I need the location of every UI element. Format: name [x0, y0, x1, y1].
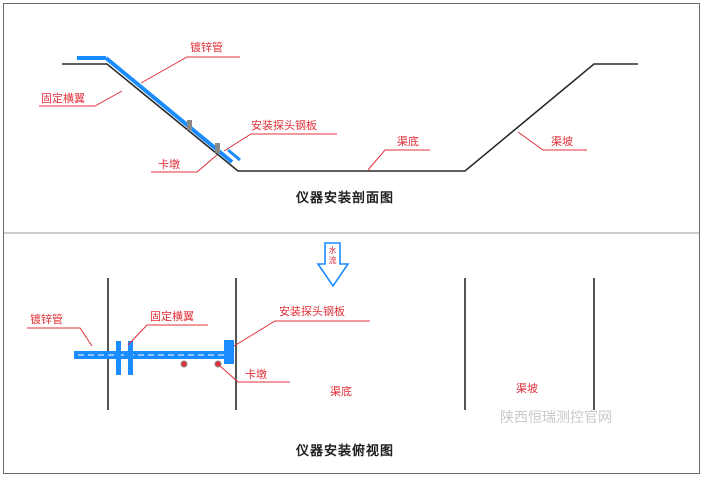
crossbar-1: [116, 341, 121, 375]
label-pier: 卡墩: [158, 157, 180, 171]
plan-leader-pier: [219, 365, 290, 383]
section-view: 镀锌管 固定横翼 安装探头钢板 卡墩 渠底 渠坡 仪器安装剖面图: [39, 40, 638, 206]
leader-pier: [151, 154, 218, 173]
bracket-lower: [215, 143, 220, 153]
crossbar-2: [128, 341, 133, 375]
plan-label-slope: 渠坡: [516, 382, 538, 395]
flow-char-1: 水: [329, 245, 337, 255]
section-caption: 仪器安装剖面图: [295, 190, 394, 206]
label-pipe: 镀锌管: [190, 40, 223, 54]
plan-leader-pipe: [27, 327, 93, 347]
plan-label-pipe: 镀锌管: [30, 312, 63, 326]
plan-label-bottom: 渠底: [330, 384, 352, 398]
plan-leader-crossbar: [127, 324, 208, 346]
plan-caption: 仪器安装俯视图: [295, 443, 394, 459]
leader-plate: [223, 133, 337, 152]
flow-arrow-icon: 水 流: [316, 242, 350, 288]
leader-crossbar: [39, 90, 123, 107]
label-slope: 渠坡: [551, 135, 573, 148]
leader-pipe: [140, 56, 240, 84]
channel-profile: [62, 63, 638, 172]
label-plate: 安装探头钢板: [251, 118, 317, 132]
watermark: 陕西恒瑞测控官网: [500, 410, 612, 426]
plan-label-pier: 卡墩: [245, 367, 267, 381]
label-crossbar: 固定横翼: [41, 91, 85, 105]
plan-label-plate: 安装探头钢板: [279, 304, 345, 318]
leader-bottom: [367, 149, 430, 171]
pipe-slope-segment: [104, 56, 234, 164]
flow-char-2: 流: [329, 255, 337, 265]
plan-label-crossbar: 固定横翼: [150, 309, 194, 323]
outer-frame: [3, 3, 700, 474]
pier-1: [180, 360, 188, 368]
bracket-upper: [187, 120, 192, 130]
label-bottom: 渠底: [397, 134, 419, 148]
pier-2: [214, 360, 222, 368]
plan-view: 水 流 镀锌管 固定横翼 安装探头钢板 卡墩 渠底 渠坡 陕西恒瑞测控官网 仪器…: [27, 242, 612, 459]
leader-slope: [517, 131, 587, 151]
plate-marker: [227, 148, 241, 162]
plan-plate: [224, 340, 234, 364]
plan-leader-plate: [233, 320, 370, 347]
